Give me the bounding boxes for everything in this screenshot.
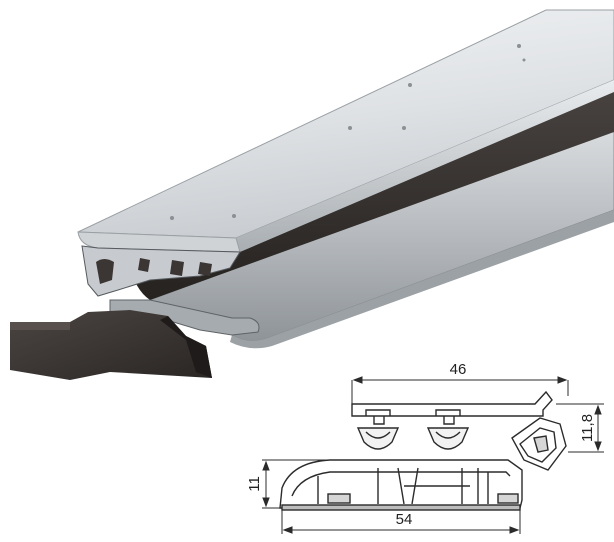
base-profile-section — [279, 459, 523, 511]
upper-profile-section — [351, 390, 567, 471]
screw-holes — [170, 44, 526, 220]
screw-hole — [522, 58, 526, 62]
screw-hole — [348, 126, 352, 130]
screw-hole — [232, 214, 236, 218]
dim-label-right: 11,8 — [579, 414, 596, 442]
base-profile-end-face — [109, 299, 260, 336]
dim-label-bottom: 54 — [396, 511, 413, 528]
end-cap-plug — [10, 310, 212, 380]
screw-hole — [517, 44, 521, 48]
profile-3d-render — [10, 9, 614, 380]
cross-section-drawing — [279, 390, 567, 511]
upper-profile-end-face — [81, 245, 241, 297]
dimension-lines — [262, 376, 604, 534]
base-bottom-plate — [281, 504, 521, 511]
dim-label-top: 46 — [450, 361, 467, 378]
upper-profile-front-edge — [236, 80, 614, 252]
dim-label-left: 11 — [246, 476, 263, 492]
screw-hole — [170, 216, 174, 220]
screw-hole — [408, 83, 412, 87]
screw-hole — [402, 126, 406, 130]
